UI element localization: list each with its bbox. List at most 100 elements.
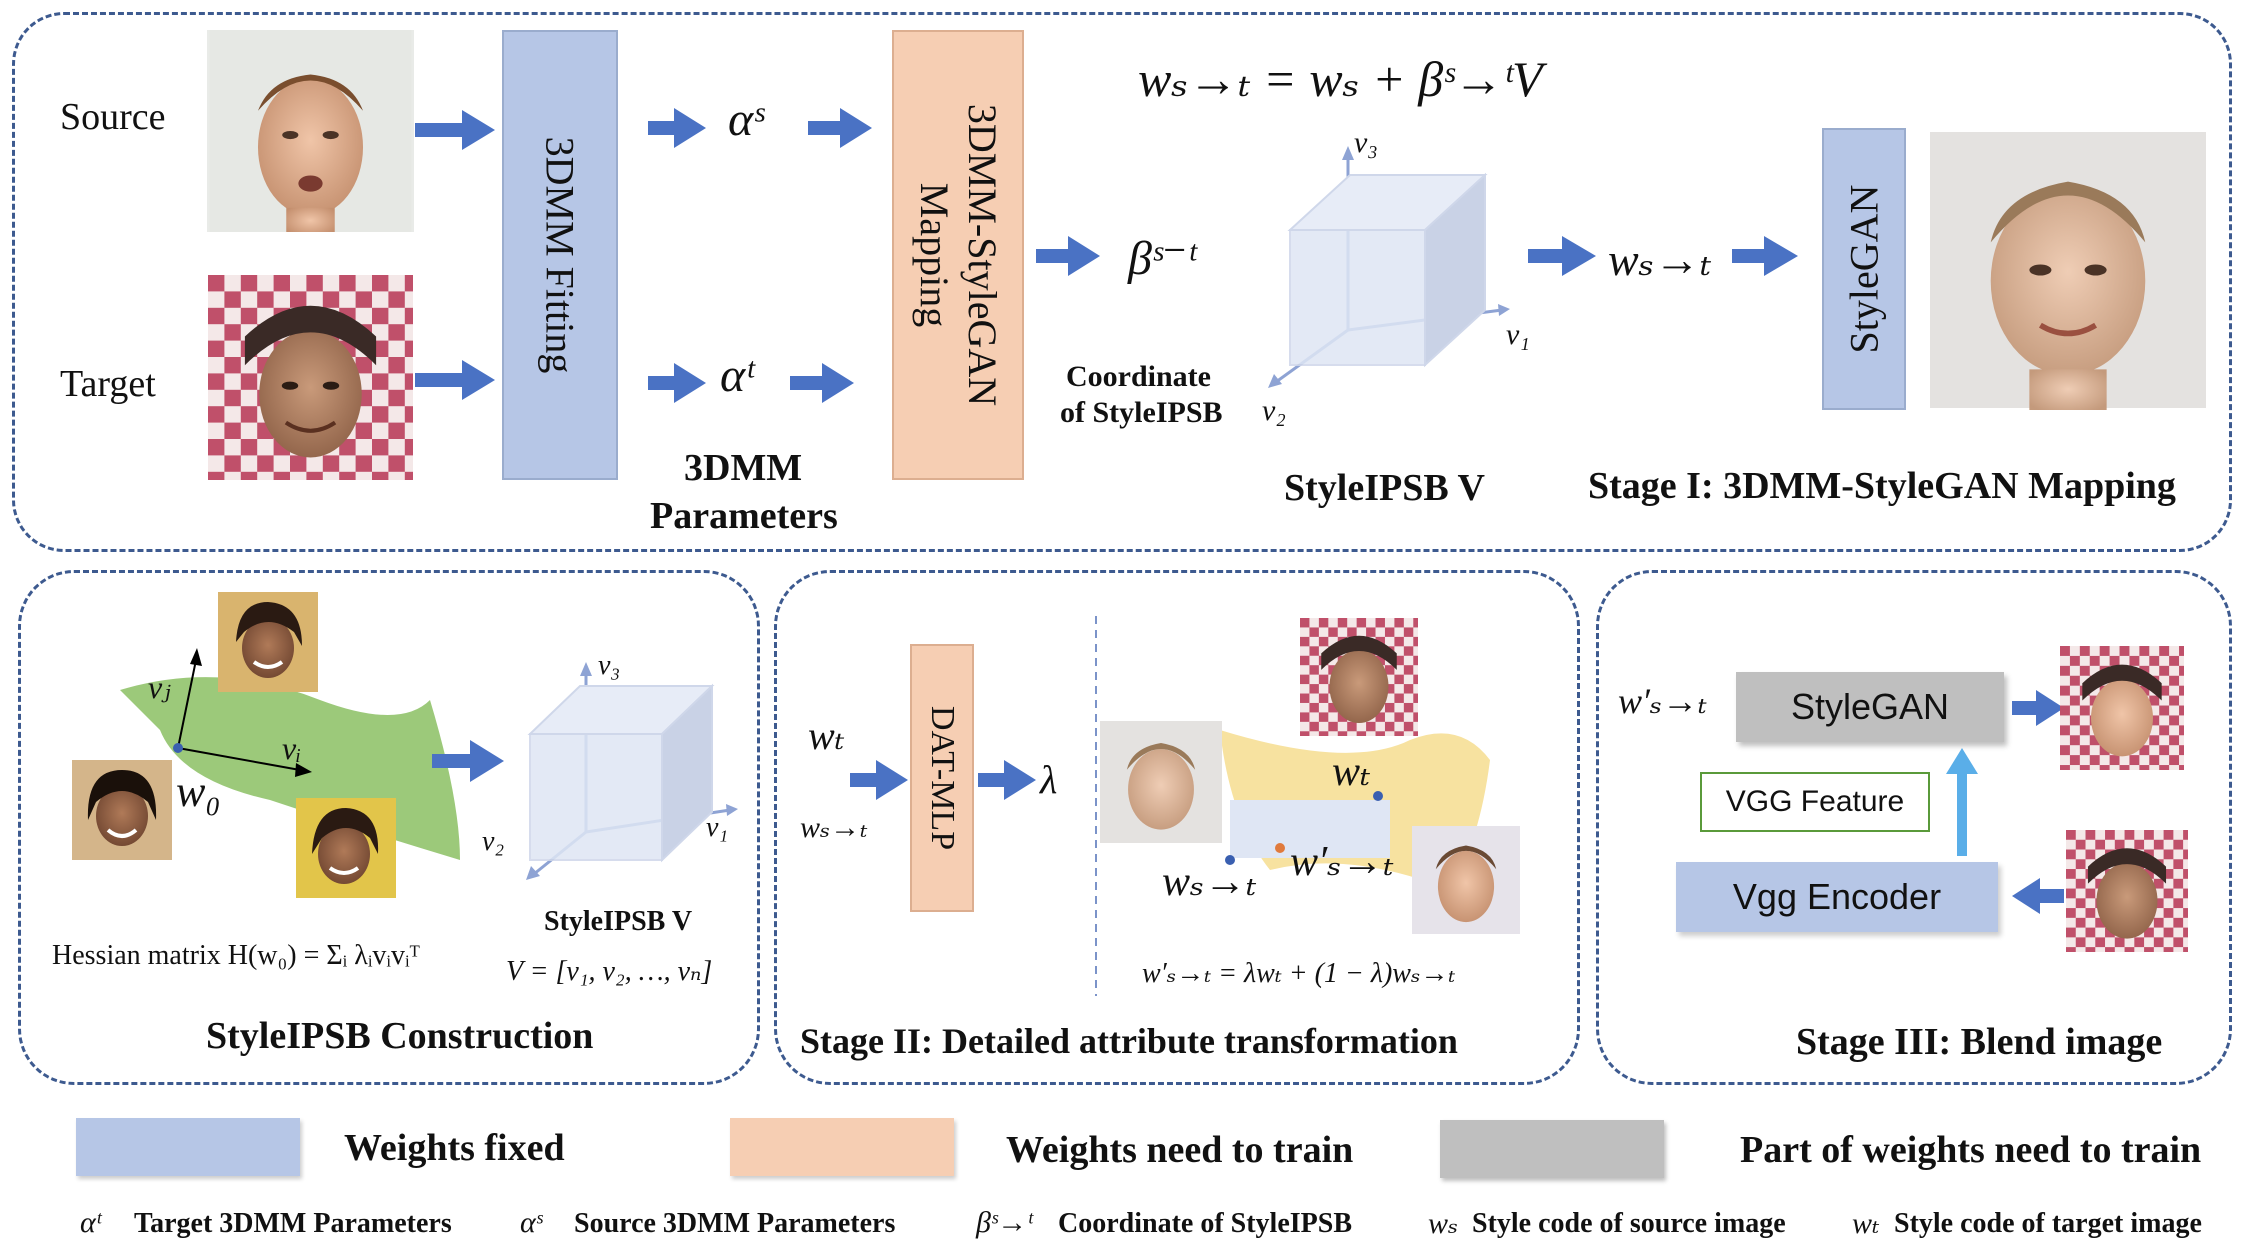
stageI-title: Stage I: 3DMM-StyleGAN Mapping [1588, 465, 2176, 507]
v-definition: V = [v₁, v₂, …, vₙ] [506, 956, 713, 987]
coordinate-label-1: Coordinate [1066, 360, 1211, 393]
legend-partial-swatch [1440, 1120, 1664, 1178]
legend-fixed-swatch [76, 1118, 300, 1176]
stageIII-output-face [2060, 646, 2184, 770]
construction-v1-label: v₁ [706, 812, 729, 843]
legend-fixed-label: Weights fixed [344, 1127, 565, 1169]
stage2-panel [774, 570, 1580, 1085]
stageI-arrows [415, 108, 1798, 403]
3dmm-fitting-block: 3DMM Fitting [502, 30, 618, 480]
stageII-wst-label: wₛ→ₜ [800, 811, 868, 844]
glossary-sym-beta: βˢ→ᵗ [976, 1206, 1033, 1239]
construction-face-right-icon [296, 798, 396, 898]
construction-title: StyleIPSB Construction [206, 1015, 594, 1057]
glossary-text-alpha-t: Target 3DMM Parameters [134, 1208, 452, 1239]
arrow-mapping-to-beta [1036, 236, 1100, 276]
3dmm-stylegan-mapping-block: 3DMM-StyleGAN Mapping [892, 30, 1024, 480]
arrow-leaf-to-cube [432, 740, 504, 782]
stage1-panel [12, 12, 2232, 552]
stageIII-target-face [2066, 830, 2188, 952]
stageIII-title: Stage III: Blend image [1796, 1021, 2163, 1063]
glossary-sym-alpha-s: αˢ [520, 1206, 543, 1239]
glossary-text-wt: Style code of target image [1894, 1208, 2202, 1239]
stageII-face-blend-icon [1412, 826, 1520, 934]
stageII-face-source-icon [1100, 721, 1222, 843]
hessian-equation: Hessian matrix H(w₀) = Σᵢ λᵢvᵢvᵢᵀ [52, 940, 420, 971]
alpha-t-label: αᵗ [720, 349, 754, 402]
stageIII-target-face-icon [2066, 830, 2188, 952]
stageI-v2-label: v₂ [1262, 394, 1286, 427]
stageII-wt-label: wₜ [808, 713, 845, 758]
vgg-feature-box: VGG Feature [1700, 772, 1930, 832]
arrow-alpha-s-to-mapping [808, 108, 872, 148]
glossary-text-alpha-s: Source 3DMM Parameters [574, 1208, 896, 1239]
w0-label: w₀ [176, 767, 221, 816]
arrow-target-to-encoder [2012, 878, 2064, 914]
stageI-stylegan-block: StyleGAN [1822, 128, 1906, 410]
stageII-face-source [1100, 720, 1222, 844]
legend-partial-label: Part of weights need to train [1740, 1129, 2202, 1171]
arrow-cube-to-wst [1528, 236, 1596, 276]
vi-label: vᵢ [282, 730, 302, 766]
blend-equation: w′ₛ→ₜ = λwₜ + (1 − λ)wₛ→ₜ [1142, 958, 1456, 989]
stage3-panel [1596, 570, 2232, 1085]
stageI-v3-label: v₃ [1354, 126, 1378, 159]
stageII-face-blend [1412, 826, 1520, 934]
stageIII-output-face-icon [2060, 646, 2184, 770]
dat-mlp-block: DAT-MLP [910, 644, 974, 912]
source-face-icon [209, 30, 412, 232]
vgg-encoder-block: Vgg Encoder [1676, 862, 1998, 932]
arrow-target-to-fitting [415, 360, 495, 400]
plane-wst-label: wₛ→ₜ [1162, 859, 1257, 905]
stageII-face-target [1298, 618, 1420, 736]
output-face-icon [1930, 132, 2206, 410]
construction-v3-label: v₃ [598, 650, 621, 681]
stageII-arrows [850, 760, 1036, 800]
stageII-divider [1095, 616, 1097, 996]
arrow-fitting-to-alpha-s [648, 108, 706, 148]
arrow-encoder-to-stylegan [1946, 748, 1978, 856]
target-face-icon [208, 275, 413, 480]
arrow-fitting-to-alpha-t [648, 363, 706, 403]
arrow-wst-to-stylegan [1732, 236, 1798, 276]
construction-cube [526, 662, 738, 880]
construction-v2-label: v₂ [482, 826, 505, 857]
stageII-face-target-icon [1300, 618, 1418, 736]
glossary-text-ws: Style code of source image [1472, 1208, 1786, 1239]
beta-label: βˢ⁻ᵗ [1128, 232, 1196, 285]
glossary-sym-alpha-t: αᵗ [80, 1206, 101, 1239]
glossary-text-beta: Coordinate of StyleIPSB [1058, 1208, 1352, 1239]
construction-panel [18, 570, 760, 1085]
construction-face-left-icon [72, 760, 172, 860]
plane-wprime-label: w′ₛ→ₜ [1290, 839, 1394, 885]
stageI-v1-label: v₁ [1506, 318, 1530, 351]
w-s-to-t-label: wₛ→ₜ [1608, 234, 1712, 285]
legend-train-label: Weights need to train [1006, 1129, 1354, 1171]
stageII-title: Stage II: Detailed attribute transformat… [800, 1021, 1458, 1061]
stageI-space-label: StyleIPSB V [1284, 467, 1485, 509]
stageIII-wprime-label: w′ₛ→ₜ [1618, 681, 1707, 721]
alpha-s-label: αˢ [728, 93, 764, 146]
construction-face-right [296, 798, 396, 898]
plane-wt-label: wₜ [1332, 749, 1371, 795]
stageIII-stylegan-block: StyleGAN [1736, 672, 2004, 742]
glossary-sym-ws: wₛ [1428, 1207, 1459, 1240]
lambda-label: λ [1040, 757, 1058, 802]
target-label: Target [60, 363, 156, 405]
arrow-source-to-fitting [415, 110, 495, 150]
construction-face-left [72, 760, 172, 860]
glossary-sym-wt: wₜ [1852, 1207, 1880, 1240]
target-face-image [207, 275, 414, 480]
params-label-2: Parameters [650, 495, 838, 537]
stageI-styleipsb-cube [1268, 146, 1510, 388]
source-face-image [207, 30, 414, 232]
stageI-output-face-image [1930, 130, 2206, 410]
params-label-1: 3DMM [684, 447, 803, 489]
legend-train-swatch [730, 1118, 954, 1176]
arrow-stylegan-to-output [2012, 690, 2064, 726]
source-label: Source [60, 96, 166, 138]
construction-space-label: StyleIPSB V [544, 906, 693, 937]
construction-face-top [218, 592, 318, 692]
construction-face-top-icon [218, 592, 318, 692]
coordinate-label-2: of StyleIPSB [1060, 396, 1223, 429]
